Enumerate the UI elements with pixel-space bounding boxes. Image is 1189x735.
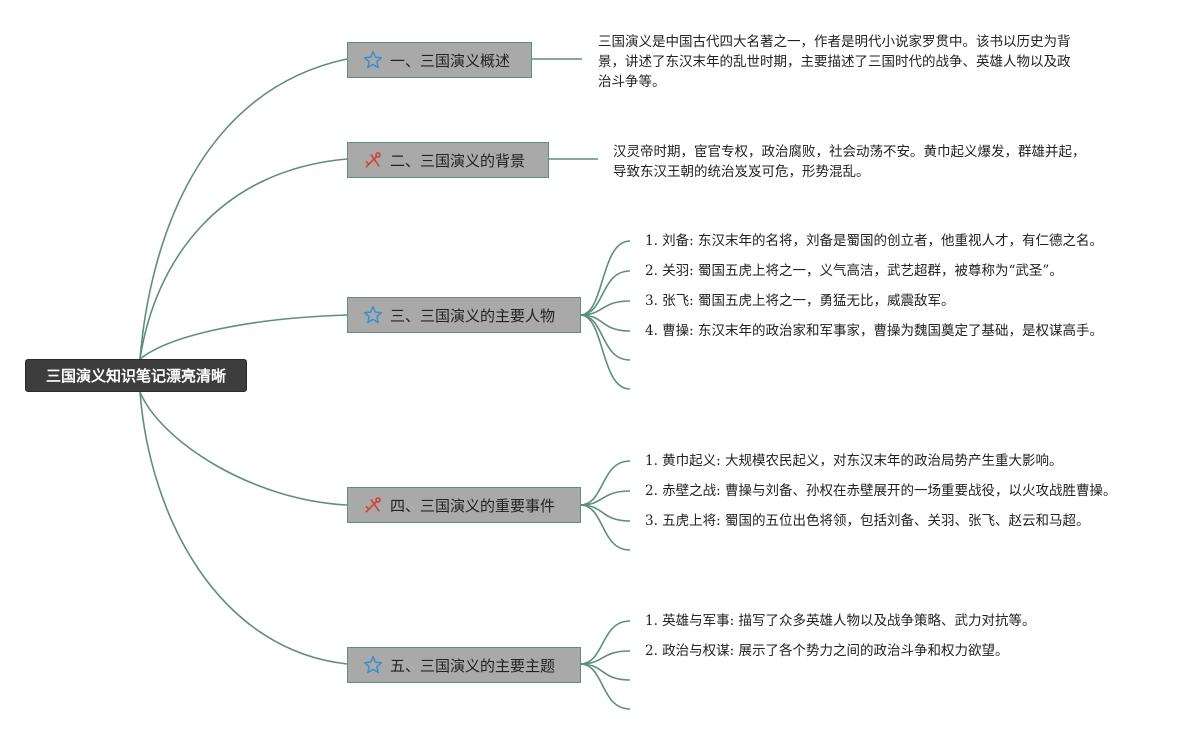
root-title: 三国演义知识笔记漂亮清晰 xyxy=(45,367,226,385)
connector-branch-4-leaf xyxy=(579,504,631,551)
connector-branch-5-leaf xyxy=(579,663,631,710)
root-node[interactable]: 三国演义知识笔记漂亮清晰 xyxy=(25,359,247,392)
branch-node-events[interactable]: 四、三国演义的重要事件 xyxy=(347,487,581,523)
connector-root-branch-3 xyxy=(139,314,348,360)
branch-node-overview[interactable]: 一、三国演义概述 xyxy=(347,42,532,78)
branch-label: 三、三国演义的主要人物 xyxy=(390,306,556,325)
connector-root-branch-5 xyxy=(139,391,348,665)
connector-branch-3-leaf xyxy=(579,270,631,316)
connector-branch-4-leaf xyxy=(579,460,631,506)
description-line: 治斗争等。 xyxy=(598,74,666,90)
tools-icon xyxy=(362,494,384,516)
branch-node-characters[interactable]: 三、三国演义的主要人物 xyxy=(347,297,581,333)
branch-label: 四、三国演义的重要事件 xyxy=(390,496,556,515)
branch-label: 一、三国演义概述 xyxy=(390,51,511,70)
connector-branch-3-leaf xyxy=(579,240,631,316)
tools-icon xyxy=(362,149,384,171)
branch-label: 五、三国演义的主要主题 xyxy=(390,656,556,675)
description-line: 景，讲述了东汉末年的乱世时期，主要描述了三国时代的战争、英雄人物以及政 xyxy=(598,54,1071,70)
leaf-item[interactable]: 1. 黄巾起义: 大规模农民起义，对东汉末年的政治局势产生重大影响。 xyxy=(645,453,1063,469)
leaf-item[interactable]: 4. 曹操: 东汉末年的政治家和军事家，曹操为魏国奠定了基础，是权谋高手。 xyxy=(645,323,1104,339)
description-line: 三国演义是中国古代四大名著之一，作者是明代小说家罗贯中。该书以历史为背 xyxy=(598,34,1071,50)
connector-branch-3-leaf xyxy=(579,314,631,390)
description-line: 汉灵帝时期，宦官专权，政治腐败，社会动荡不安。黄巾起义爆发，群雄并起， xyxy=(613,144,1086,160)
description-line: 导致东汉王朝的统治岌岌可危，形势混乱。 xyxy=(613,164,870,180)
branch-node-themes[interactable]: 五、三国演义的主要主题 xyxy=(347,647,581,683)
leaf-item[interactable]: 1. 刘备: 东汉末年的名将，刘备是蜀国的创立者，他重视人才，有仁德之名。 xyxy=(645,233,1104,249)
connector-root-branch-2 xyxy=(139,158,348,360)
connector-branch-3-leaf xyxy=(579,314,631,361)
leaf-item[interactable]: 2. 赤壁之战: 曹操与刘备、孙权在赤壁展开的一场重要战役，以火攻战胜曹操。 xyxy=(645,483,1117,499)
leaf-item[interactable]: 2. 关羽: 蜀国五虎上将之一，义气高洁，武艺超群，被尊称为“武圣”。 xyxy=(645,263,1063,279)
connector-branch-5-leaf xyxy=(579,620,631,665)
branch-description: 汉灵帝时期，宦官专权，政治腐败，社会动荡不安。黄巾起义爆发，群雄并起， 导致东汉… xyxy=(613,142,1113,182)
branch-node-background[interactable]: 二、三国演义的背景 xyxy=(347,142,549,178)
leaf-item[interactable]: 3. 五虎上将: 蜀国的五位出色将领，包括刘备、关羽、张飞、赵云和马超。 xyxy=(645,513,1090,529)
connector-root-branch-1 xyxy=(139,58,348,360)
branch-description: 三国演义是中国古代四大名著之一，作者是明代小说家罗贯中。该书以历史为背 景，讲述… xyxy=(598,32,1098,92)
star-icon xyxy=(362,304,384,326)
connector-root-branch-4 xyxy=(139,391,348,506)
leaf-item[interactable]: 2. 政治与权谋: 展示了各个势力之间的政治斗争和权力欲望。 xyxy=(645,643,1009,659)
leaf-item[interactable]: 1. 英雄与军事: 描写了众多英雄人物以及战争策略、武力对抗等。 xyxy=(645,613,1036,629)
branch-label: 二、三国演义的背景 xyxy=(390,151,526,170)
leaf-item[interactable]: 3. 张飞: 蜀国五虎上将之一，勇猛无比，威震敌军。 xyxy=(645,293,955,309)
star-icon xyxy=(362,654,384,676)
star-icon xyxy=(362,49,384,71)
